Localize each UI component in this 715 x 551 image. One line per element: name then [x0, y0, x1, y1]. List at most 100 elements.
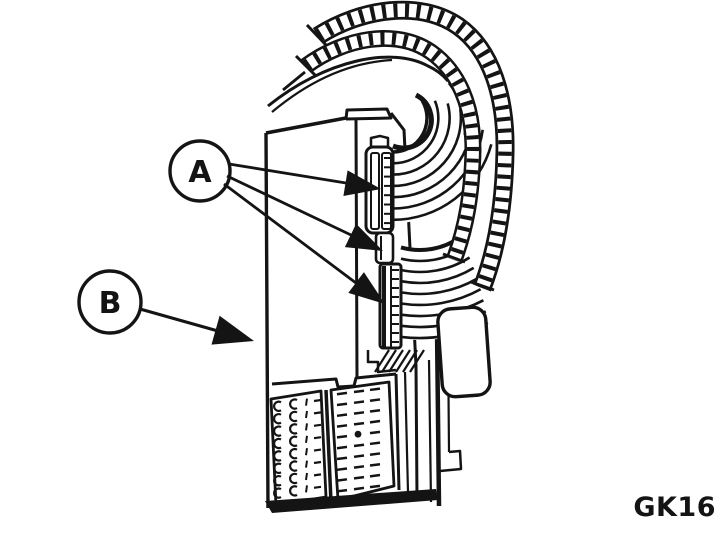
contact-c [289, 423, 298, 435]
conduit-inner-end-cap [294, 54, 318, 78]
contact-c [289, 410, 298, 423]
contact-c [273, 413, 282, 425]
contact-dash [313, 436, 322, 440]
contact-dash [313, 448, 322, 452]
callout-a-arrow-1-line [228, 162, 347, 185]
callout-a-label: A [188, 155, 212, 190]
wire [392, 100, 429, 154]
contact-dash [313, 423, 322, 427]
contact-dash [336, 434, 348, 439]
hatch-line [381, 349, 397, 373]
callout-a-arrow-2-line [226, 174, 352, 237]
contact-dash [336, 467, 348, 472]
contact-dash [336, 478, 348, 482]
contact-tick [305, 472, 308, 481]
under-connector-hatching [374, 349, 425, 373]
contact-dash [336, 488, 348, 493]
contact-tick [305, 423, 308, 431]
callout-a-arrow-1-head [343, 170, 381, 196]
module-top-edge [265, 116, 347, 135]
hatch-line [374, 349, 390, 373]
contact-dash [353, 411, 365, 415]
mounting-bracket [436, 305, 492, 399]
callout-a-arrow-2-head [344, 223, 383, 251]
contact-dash [353, 454, 365, 459]
contact-dash [336, 445, 348, 450]
terminal-panel-right-contacts [336, 387, 381, 493]
terminal-panel-left-contacts [273, 398, 322, 499]
contact-c [289, 485, 298, 497]
conduit-inner-tail [282, 70, 306, 92]
figure-code-label: GK16 [633, 492, 715, 523]
contact-tick [305, 485, 308, 493]
callout-a: A [168, 139, 385, 304]
contact-c [289, 460, 298, 472]
contact-dash [369, 484, 381, 489]
connector-upper-slot-right [381, 152, 392, 230]
contact-dash [336, 402, 348, 407]
wire [400, 266, 475, 285]
contact-dash [369, 441, 381, 446]
contact-tick [305, 460, 308, 468]
contact-tick [305, 410, 308, 419]
contact-dash [313, 473, 322, 477]
ribbon-conduit-inner [282, 30, 482, 264]
callout-a-circle [168, 139, 232, 203]
wire [392, 143, 493, 222]
contact-dash [336, 391, 348, 396]
callout-a-arrow-3-head [348, 272, 385, 304]
contact-c [289, 435, 298, 447]
hatch-line [402, 349, 418, 373]
contact-dash [336, 413, 348, 418]
contact-c [289, 398, 298, 410]
hatch-line [388, 349, 404, 373]
contact-c [289, 472, 298, 485]
connector-upper-latch [369, 134, 390, 146]
module-top-tab [344, 107, 393, 121]
hatch-line [409, 349, 425, 373]
contact-c [273, 425, 282, 437]
contact-c [273, 462, 282, 474]
callout-a-arrow-3-line [223, 182, 357, 285]
contact-dash [353, 475, 365, 480]
base-right-edge [394, 373, 401, 491]
contact-tick [305, 435, 308, 443]
ribbon-conduit-outer [305, 0, 515, 292]
module-bottom-shadow [265, 489, 438, 513]
contact-c [273, 487, 282, 499]
conduit-inner-lower-cap [442, 252, 466, 264]
contact-dash [369, 408, 381, 413]
contact-c [273, 475, 282, 487]
contact-dash [369, 419, 381, 424]
wire [400, 277, 478, 296]
connector-lower-step [366, 350, 397, 374]
contact-c [273, 400, 282, 412]
conduit-outer-end-cap [305, 23, 329, 48]
contact-dash [336, 456, 348, 461]
wire [392, 103, 451, 176]
connectors [364, 134, 403, 374]
contact-dash [353, 465, 365, 469]
callout-b-arrow-line [139, 307, 219, 333]
contact-dash [369, 473, 381, 478]
callout-b-circle [77, 269, 143, 335]
side-vertical [427, 359, 433, 503]
cable-bundle-top-outline [267, 55, 450, 113]
wire [392, 100, 440, 165]
contact-dash [313, 411, 322, 415]
contact-c [273, 450, 282, 462]
contact-c [289, 448, 298, 460]
contact-dash [313, 485, 322, 489]
wire [400, 288, 482, 307]
contact-dash [369, 387, 381, 392]
contact-dash [353, 421, 365, 426]
contact-dash [313, 460, 322, 465]
base-side-line [403, 371, 410, 493]
contact-dash [369, 430, 381, 435]
wire [392, 108, 463, 188]
contact-dash [369, 398, 381, 402]
callout-b-label: B [99, 286, 122, 321]
contact-dash [353, 443, 365, 448]
contact-dash [313, 398, 322, 403]
